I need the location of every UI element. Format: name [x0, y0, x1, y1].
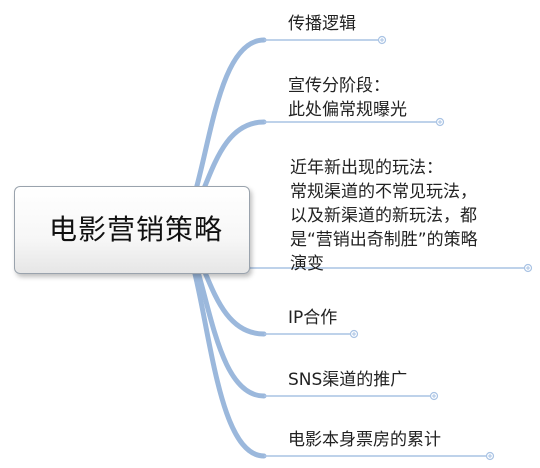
subtopic-line: 演变	[290, 254, 324, 274]
subtopic-line: 此处偏常规曝光	[288, 100, 407, 120]
subtopic-ip-cooperation[interactable]: IP合作	[288, 306, 337, 330]
subtopic-line: 传播逻辑	[288, 14, 356, 34]
subtopic-line: 以及新渠道的新玩法，都	[290, 206, 477, 226]
subtopic-line: SNS渠道的推广	[288, 370, 408, 390]
plus-icon	[488, 454, 492, 458]
central-topic-label: 电影营销策略	[49, 213, 224, 246]
subtopic-line: 宣传分阶段：	[288, 76, 390, 96]
plus-icon	[432, 394, 436, 398]
plus-icon	[380, 38, 384, 42]
subtopic-line: 电影本身票房的累计	[288, 430, 441, 450]
subtopic-sns-promotion[interactable]: SNS渠道的推广	[288, 368, 407, 392]
subtopic-line: IP合作	[288, 308, 338, 328]
subtopic-phased-promotion[interactable]: 宣传分阶段： 此处偏常规曝光	[288, 74, 407, 122]
subtopic-new-tactics[interactable]: 近年新出现的玩法： 常规渠道的不常见玩法， 以及新渠道的新玩法，都 是“营销出奇…	[290, 156, 478, 276]
subtopic-line: 常规渠道的不常见玩法，	[290, 182, 477, 202]
subtopic-box-office[interactable]: 电影本身票房的累计	[288, 428, 441, 452]
plus-icon	[352, 332, 356, 336]
central-topic-node[interactable]: 电影营销策略	[14, 186, 250, 274]
subtopic-line: 近年新出现的玩法：	[290, 158, 443, 178]
plus-icon	[526, 266, 530, 270]
subtopic-spread-logic[interactable]: 传播逻辑	[288, 12, 356, 36]
subtopic-line: 是“营销出奇制胜”的策略	[290, 230, 478, 250]
plus-icon	[438, 120, 442, 124]
